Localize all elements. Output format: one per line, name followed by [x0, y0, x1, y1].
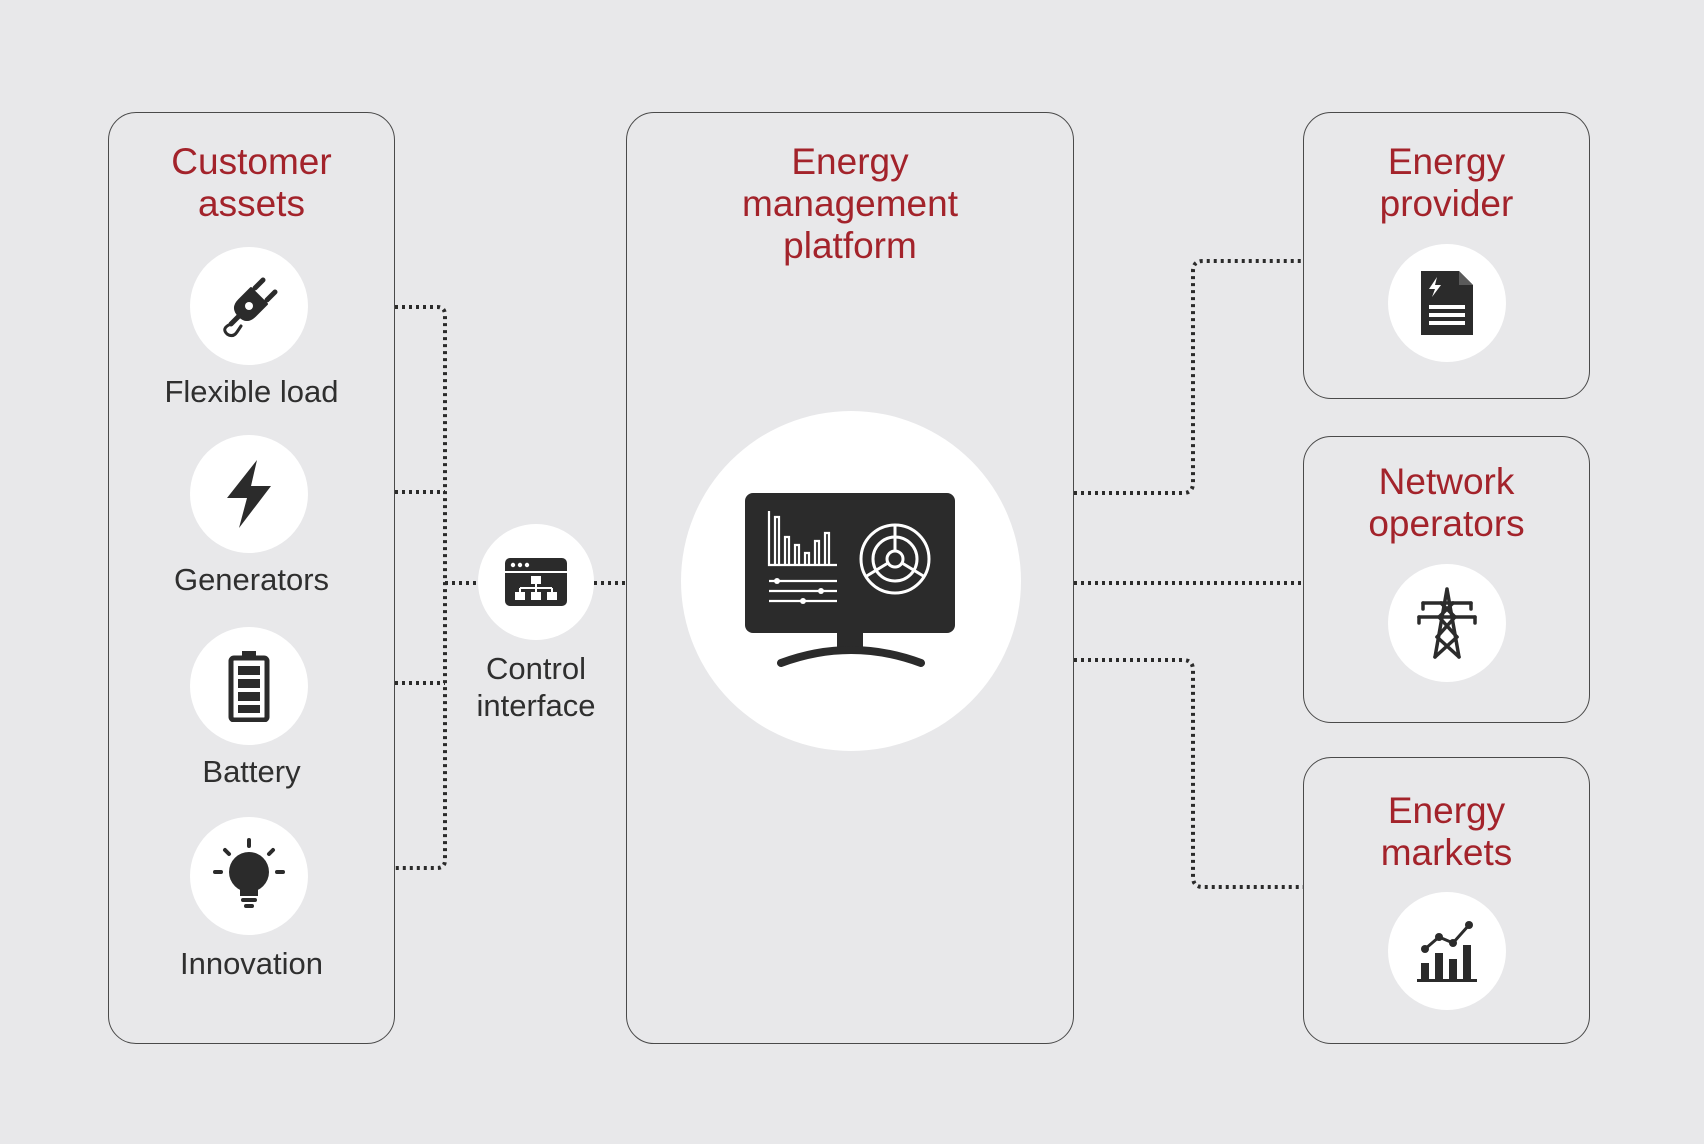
flexible-load-label: Flexible load: [164, 374, 339, 409]
network-operators-circle: [1388, 564, 1506, 682]
lightning-bolt-icon: [227, 460, 271, 528]
energy-provider-circle: [1388, 244, 1506, 362]
market-chart-icon: [1417, 921, 1477, 982]
lightbulb-icon: [213, 838, 285, 908]
innovation-circle: [190, 817, 308, 935]
battery-circle: [190, 627, 308, 745]
energy-provider-title: Energy provider: [1379, 141, 1514, 224]
energy-bill-document-icon: [1421, 271, 1473, 335]
energy-provider-panel: Energy provider: [1303, 112, 1590, 399]
control-interface-circle: [478, 524, 594, 640]
power-pylon-icon: [1417, 587, 1477, 659]
battery-icon: [228, 651, 270, 722]
customer-assets-title: Customer assets: [171, 141, 332, 224]
battery-label: Battery: [202, 754, 301, 789]
network-operators-title: Network operators: [1368, 461, 1525, 544]
sitemap-window-icon: [505, 558, 567, 606]
generators-label: Generators: [173, 562, 330, 597]
generators-circle: [190, 435, 308, 553]
connector-energy-markets: [1074, 658, 1303, 889]
flexible-load-circle: [190, 247, 308, 365]
connector-flexible-load: [395, 305, 447, 870]
energy-markets-title: Energy markets: [1380, 790, 1513, 873]
platform-circle: [681, 411, 1021, 751]
energy-markets-circle: [1388, 892, 1506, 1010]
dashboard-monitor-icon: [745, 493, 955, 667]
innovation-label: Innovation: [179, 946, 324, 981]
energy-management-platform-panel: Energy management platform: [626, 112, 1074, 1044]
control-interface-label: Control interface: [476, 651, 596, 723]
customer-assets-panel: Customer assets Flexible load Generators: [108, 112, 395, 1044]
platform-title: Energy management platform: [742, 141, 958, 266]
connector-energy-provider: [1074, 259, 1303, 495]
network-operators-panel: Network operators: [1303, 436, 1590, 723]
plug-icon: [223, 277, 278, 338]
energy-markets-panel: Energy markets: [1303, 757, 1590, 1044]
